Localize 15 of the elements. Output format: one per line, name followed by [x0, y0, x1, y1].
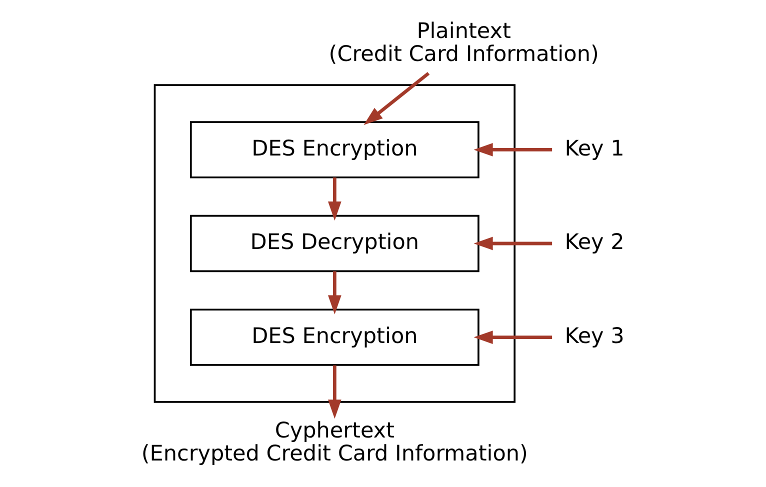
- node-text: Key 1: [564, 136, 624, 162]
- node-box: DES Encryption: [189, 308, 479, 366]
- arrow: [363, 72, 430, 125]
- arrow: [327, 271, 341, 314]
- arrow: [327, 177, 341, 221]
- arrow: [473, 143, 552, 156]
- arrow: [473, 236, 552, 250]
- arrow: [327, 365, 341, 419]
- node-text: Plaintext (Credit Card Information): [328, 18, 598, 67]
- node-box: DES Decryption: [189, 214, 479, 272]
- node-box: DES Encryption: [189, 121, 479, 178]
- node-text: Cyphertext (Encrypted Credit Card Information): [140, 418, 528, 467]
- node-text: Key 3: [564, 324, 624, 349]
- arrow: [473, 330, 552, 344]
- node-text: Key 2: [564, 230, 624, 256]
